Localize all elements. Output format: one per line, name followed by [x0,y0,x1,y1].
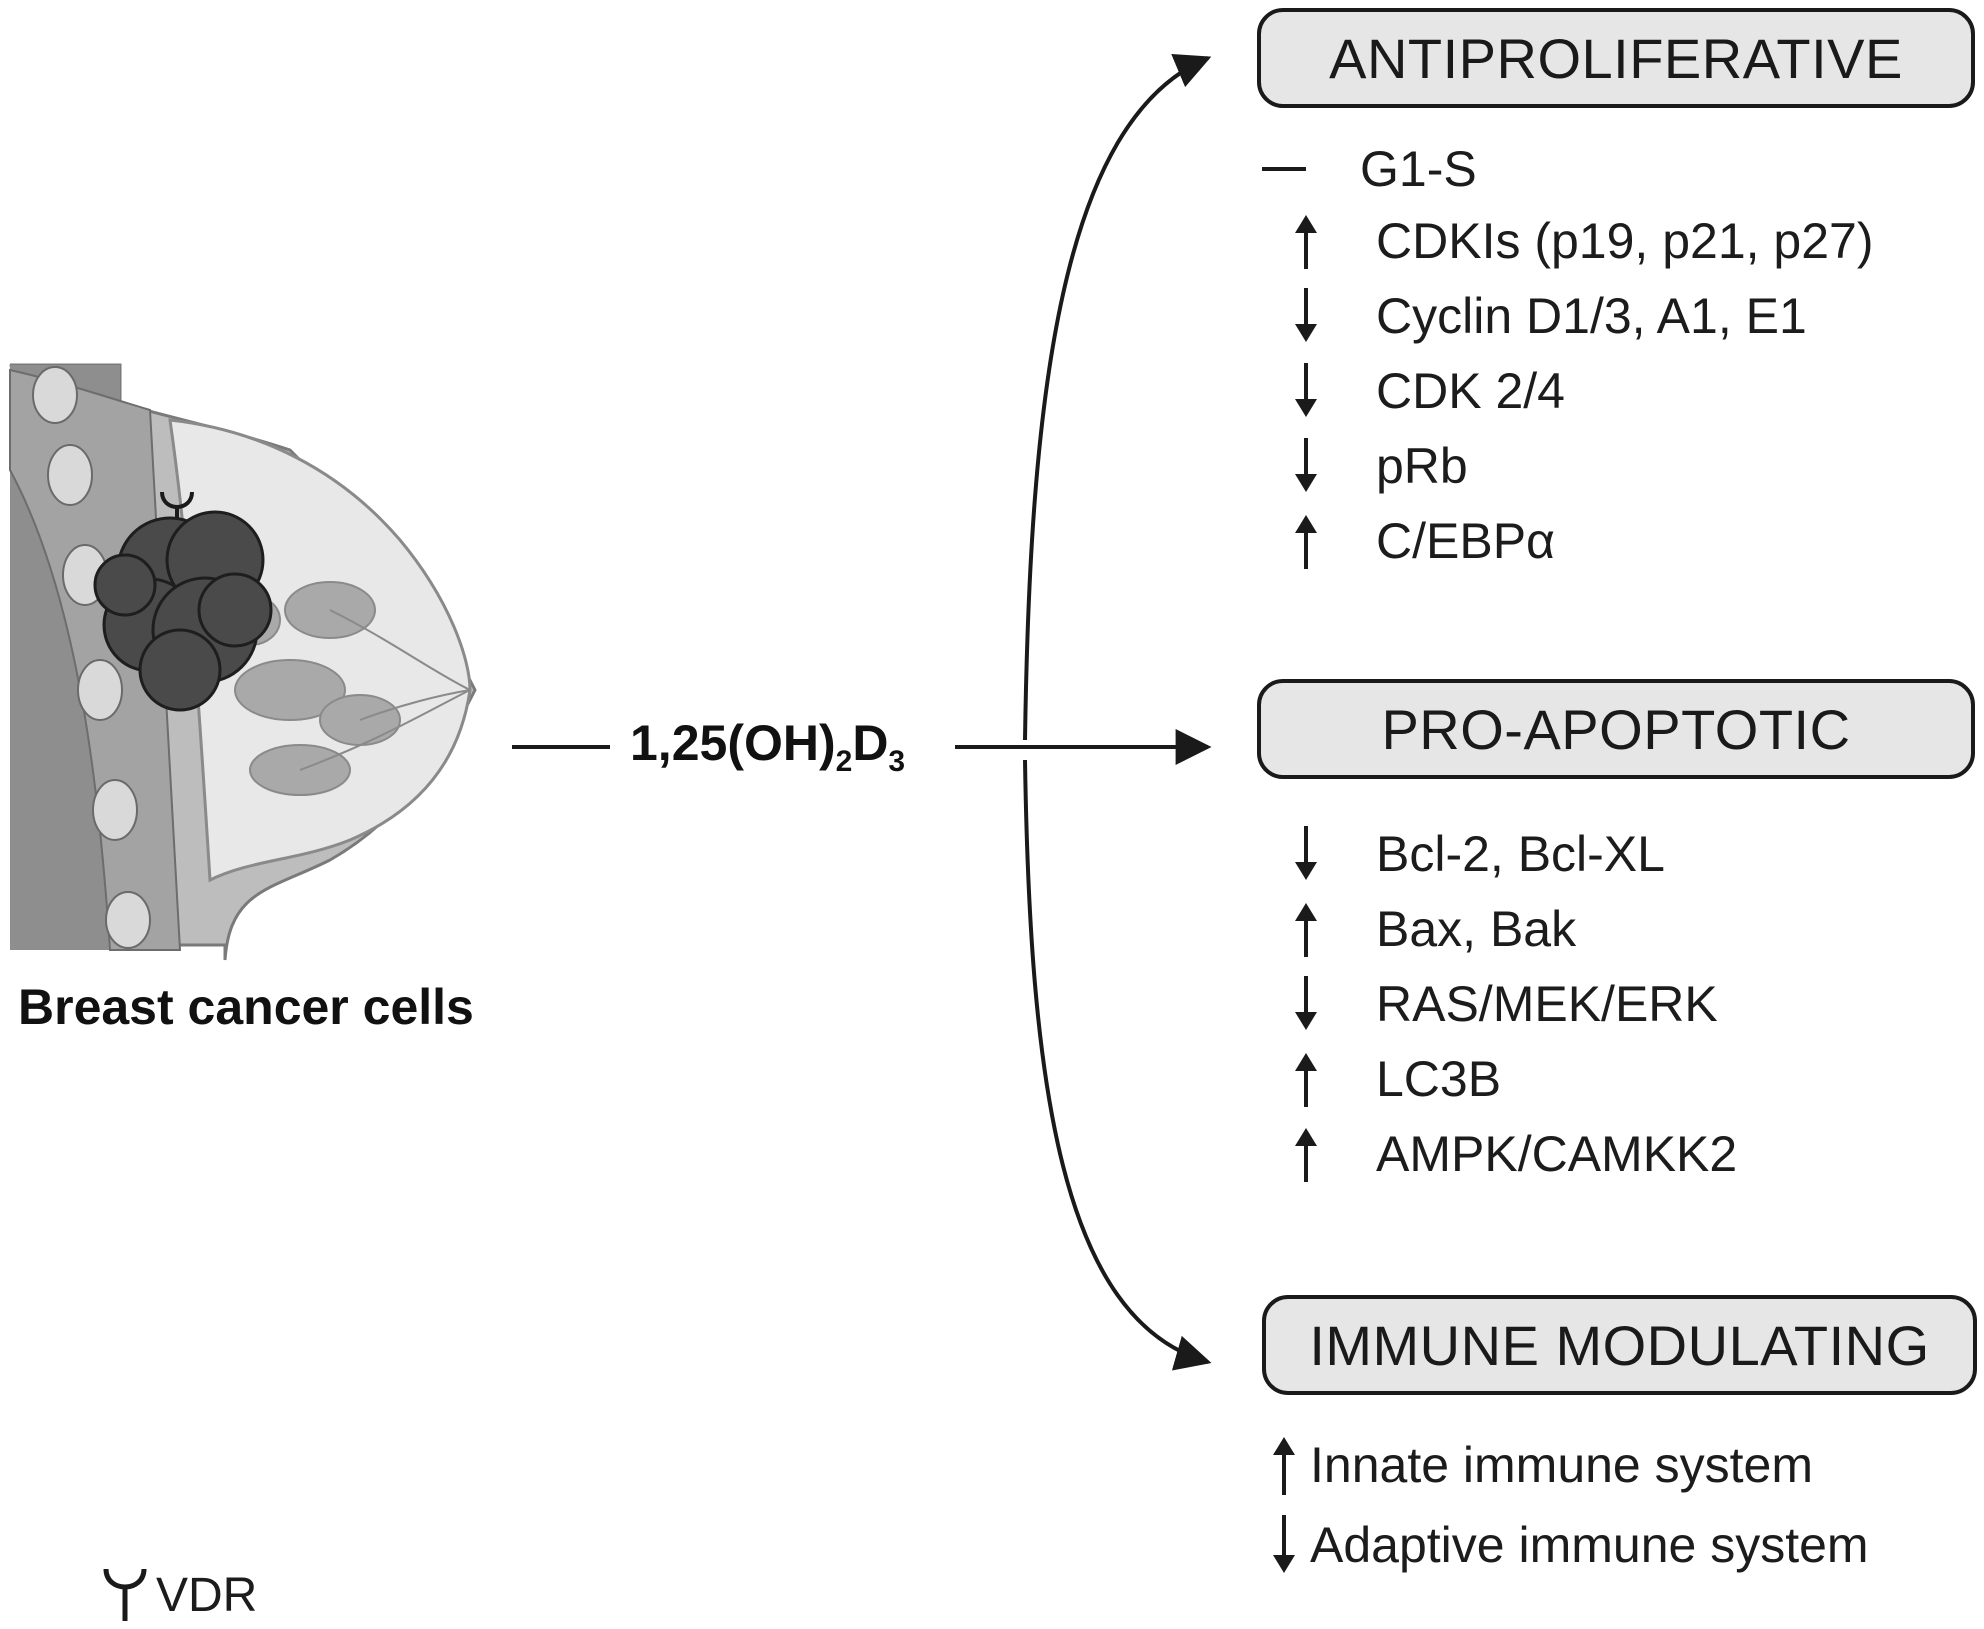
list-item: AMPK/CAMKK2 [1262,1125,1737,1183]
breast-illustration [9,363,477,961]
list-item: Innate immune system [1262,1435,1813,1495]
tumor-vdr-receptor-icon [160,491,194,518]
down-arrow-icon [1284,438,1328,494]
up-arrow-icon [1284,213,1328,269]
legend-label: VDR [156,1569,258,1622]
vdr-receptor-icon [100,1565,150,1626]
list-item: Cyclin D1/3, A1, E1 [1262,287,1807,345]
up-arrow-icon [1284,901,1328,957]
list-item: CDKIs (p19, p21, p27) [1262,212,1874,270]
up-arrow-icon [1284,1126,1328,1182]
down-arrow-icon [1284,826,1328,882]
down-arrow-icon [1284,363,1328,419]
source-label: Breast cancer cells [18,979,474,1035]
compound-label: 1,25(OH)2D3 [630,715,906,778]
immune-modulating-box: IMMUNE MODULATING [1262,1295,1977,1395]
list-item: pRb [1262,437,1468,495]
list-item: C/EBPα [1262,512,1555,570]
tumor-shape [93,510,273,712]
list-item: CDK 2/4 [1262,362,1565,420]
down-arrow-icon [1262,1515,1306,1575]
list-item: Bcl-2, Bcl-XL [1262,825,1665,883]
list-item: Bax, Bak [1262,900,1576,958]
list-item: Adaptive immune system [1262,1515,1869,1575]
down-arrow-icon [1284,288,1328,344]
pro-apoptotic-box: PRO-APOPTOTIC [1257,679,1975,779]
list-item: RAS/MEK/ERK [1262,975,1718,1033]
down-arrow-icon [1284,976,1328,1032]
up-arrow-icon [1284,1051,1328,1107]
antiproliferative-box: ANTIPROLIFERATIVE [1257,8,1975,108]
up-arrow-icon [1284,513,1328,569]
flow-arrows [955,53,1212,1371]
list-item: LC3B [1262,1050,1501,1108]
list-item: G1-S [1262,140,1477,198]
up-arrow-icon [1262,1435,1306,1495]
legend: VDR [100,1565,257,1626]
inhibit-icon [1262,149,1306,189]
